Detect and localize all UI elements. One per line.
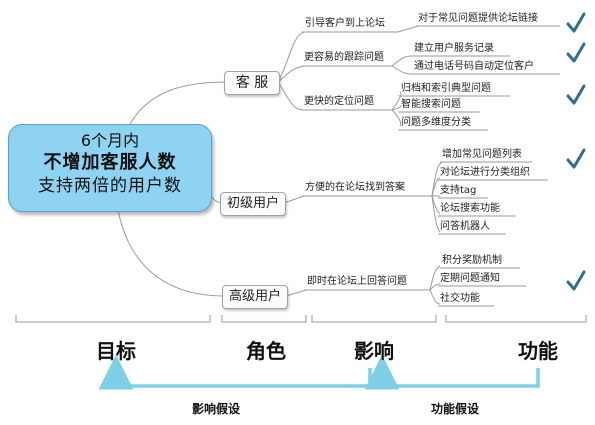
goal-line-1: 6个月内 bbox=[80, 131, 140, 150]
role-senior: 高级用户 bbox=[222, 285, 288, 309]
feature-archive-index: 归档和索引典型问题 bbox=[401, 83, 491, 94]
role-junior: 初级用户 bbox=[220, 192, 286, 216]
feature-notify: 定期问题通知 bbox=[440, 273, 500, 284]
column-label-impact: 影响 bbox=[354, 339, 394, 363]
feature-smart-search: 智能搜索问题 bbox=[401, 99, 461, 110]
feature-forum-search: 论坛搜索功能 bbox=[440, 203, 500, 214]
connector-goal-senior bbox=[117, 209, 225, 297]
connector-service-locate bbox=[277, 81, 305, 111]
feature-forum-link: 对于常见问题提供论坛链接 bbox=[418, 13, 538, 24]
impact-tracking: 更容易的跟踪问题 bbox=[304, 52, 384, 63]
feature-category-org: 对论坛进行分类组织 bbox=[440, 167, 530, 178]
impact-find-answer: 方便的在论坛找到答案 bbox=[305, 182, 405, 193]
impact-guide: 引导客户到上论坛 bbox=[305, 18, 385, 29]
feature-hypothesis-label: 功能假设 bbox=[431, 402, 480, 416]
feature-multi-category: 问题多维度分类 bbox=[401, 117, 471, 128]
feature-phone-locate: 通过电话号码自动定位客户 bbox=[414, 61, 534, 72]
impact-locate: 更快的定位问题 bbox=[304, 96, 374, 107]
check-icon bbox=[566, 12, 586, 33]
column-brackets bbox=[15, 315, 587, 323]
role-service: 客 服 bbox=[224, 71, 280, 95]
connector-service-tracking bbox=[277, 65, 305, 83]
check-icon bbox=[566, 270, 586, 291]
goal-line-2: 不增加客服人数 bbox=[43, 152, 177, 173]
column-label-feature: 功能 bbox=[518, 339, 558, 363]
check-icon bbox=[566, 84, 586, 105]
feature-faq-list: 增加常见问题列表 bbox=[442, 149, 522, 160]
goal-line-3: 支持两倍的用户数 bbox=[38, 176, 182, 196]
column-label-role: 角色 bbox=[246, 339, 286, 363]
feature-qa-robot: 问答机器人 bbox=[440, 221, 490, 232]
impact-answer-forum: 即时在论坛上回答问题 bbox=[307, 276, 407, 287]
connector-goal-service bbox=[129, 81, 229, 125]
connector-service-guide bbox=[277, 31, 305, 83]
impact-hypothesis-arrow bbox=[98, 354, 372, 390]
column-label-goal: 目标 bbox=[96, 339, 136, 363]
check-icon bbox=[566, 42, 586, 63]
feature-tag-support: 支持tag bbox=[440, 185, 477, 196]
feature-social: 社交功能 bbox=[440, 293, 480, 304]
goal-node: 6个月内 不增加客服人数 支持两倍的用户数 bbox=[8, 124, 212, 212]
feature-hypothesis-arrow bbox=[364, 354, 540, 390]
feature-service-record: 建立用户服务记录 bbox=[414, 43, 494, 54]
check-icon bbox=[566, 148, 586, 169]
feature-points-reward: 积分奖励机制 bbox=[442, 255, 502, 266]
impact-hypothesis-label: 影响假设 bbox=[192, 402, 241, 416]
